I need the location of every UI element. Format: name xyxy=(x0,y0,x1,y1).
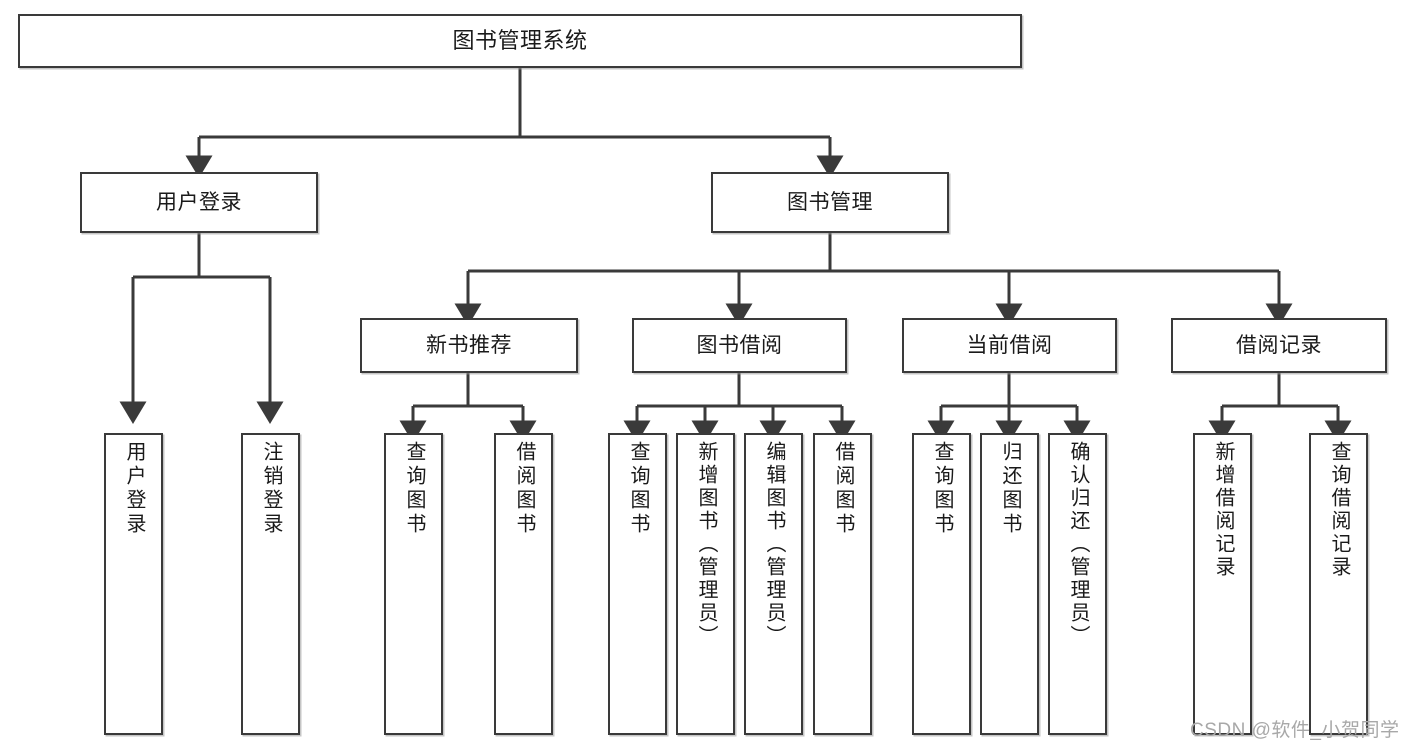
leaf-return-book[interactable]: 归还图书 xyxy=(980,433,1039,735)
node-label: 图书借阅 xyxy=(696,333,783,357)
node-new-book-recommend[interactable]: 新书推荐 xyxy=(360,318,578,373)
leaf-edit-book-admin[interactable]: 编辑图书（管理员） xyxy=(744,433,803,735)
leaf-query-book-recommend[interactable]: 查询图书 xyxy=(384,433,443,735)
node-label: 新书推荐 xyxy=(426,333,512,357)
node-root-system[interactable]: 图书管理系统 xyxy=(18,14,1022,68)
node-label: 用户登录 xyxy=(156,190,242,214)
leaf-add-book-admin[interactable]: 新增图书（管理员） xyxy=(676,433,735,735)
node-book-borrow[interactable]: 图书借阅 xyxy=(632,318,847,373)
csdn-watermark: CSDN @软件_小贺同学 xyxy=(1190,720,1400,741)
leaf-query-book-current[interactable]: 查询图书 xyxy=(912,433,971,735)
leaf-borrow-book-borrow[interactable]: 借阅图书 xyxy=(813,433,872,735)
node-label: 借阅记录 xyxy=(1236,333,1322,357)
node-label: 用户登录 xyxy=(123,441,145,537)
node-label: 注销登录 xyxy=(260,441,282,537)
node-label: 新增借阅记录 xyxy=(1212,441,1234,579)
node-book-manage[interactable]: 图书管理 xyxy=(711,172,949,233)
node-label: 编辑图书（管理员） xyxy=(763,441,785,648)
node-label: 借阅图书 xyxy=(832,441,854,537)
node-label: 当前借阅 xyxy=(966,333,1053,357)
leaf-query-book-borrow[interactable]: 查询图书 xyxy=(608,433,667,735)
node-label: 查询借阅记录 xyxy=(1328,441,1350,579)
node-label: 确认归还（管理员） xyxy=(1067,441,1089,648)
node-label: 查询图书 xyxy=(627,441,649,537)
node-label: 查询图书 xyxy=(403,441,425,537)
node-label: 归还图书 xyxy=(999,441,1021,537)
node-label: 新增图书（管理员） xyxy=(695,441,717,648)
node-current-borrow[interactable]: 当前借阅 xyxy=(902,318,1117,373)
node-borrow-record[interactable]: 借阅记录 xyxy=(1171,318,1387,373)
leaf-confirm-return-admin[interactable]: 确认归还（管理员） xyxy=(1048,433,1107,735)
node-label: 借阅图书 xyxy=(513,441,535,537)
leaf-add-borrow-record[interactable]: 新增借阅记录 xyxy=(1193,433,1252,735)
node-label: 图书管理 xyxy=(787,190,873,214)
leaf-query-borrow-record[interactable]: 查询借阅记录 xyxy=(1309,433,1368,735)
node-label: 查询图书 xyxy=(931,441,953,537)
leaf-user-login[interactable]: 用户登录 xyxy=(104,433,163,735)
node-label: 图书管理系统 xyxy=(452,27,588,53)
leaf-borrow-book-recommend[interactable]: 借阅图书 xyxy=(494,433,553,735)
leaf-logout-login[interactable]: 注销登录 xyxy=(241,433,300,735)
node-user-login[interactable]: 用户登录 xyxy=(80,172,318,233)
